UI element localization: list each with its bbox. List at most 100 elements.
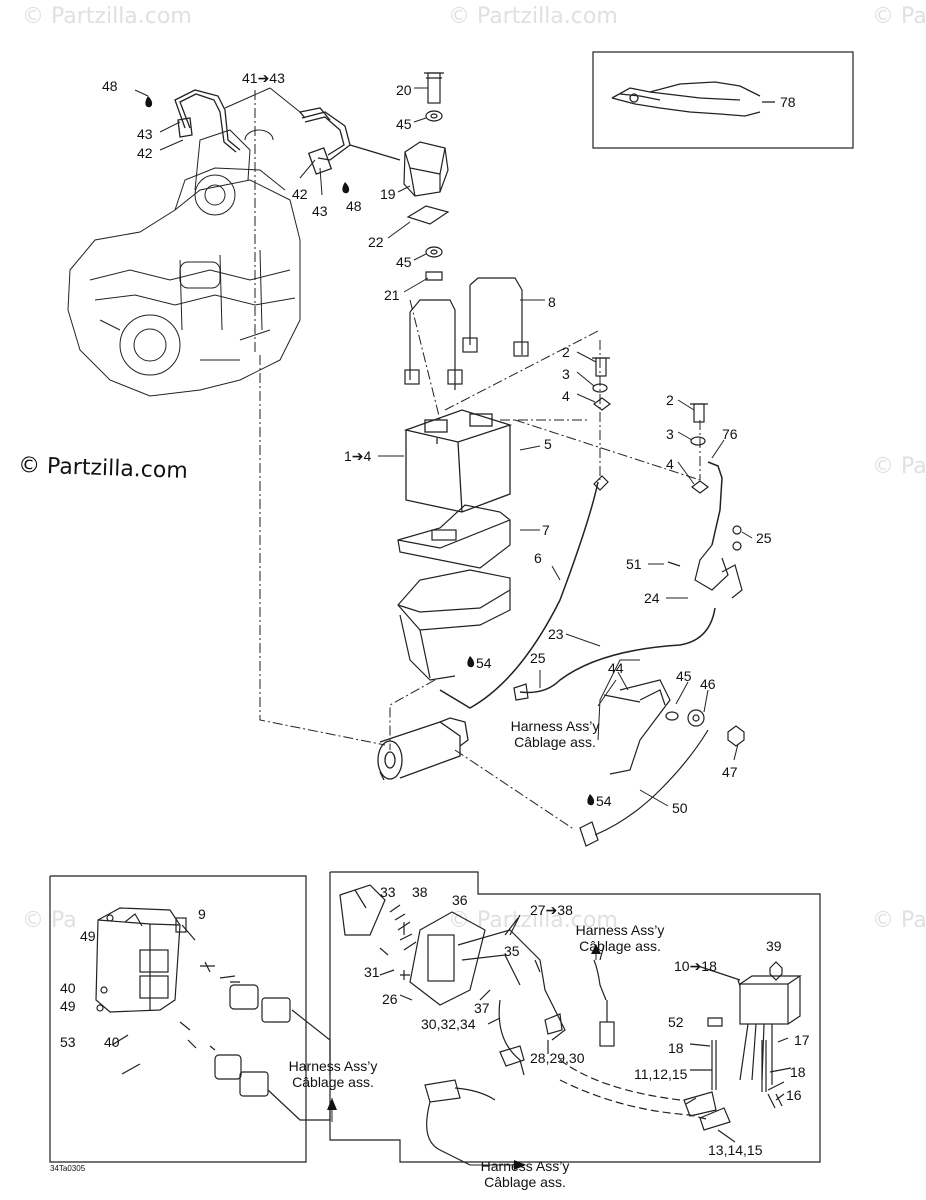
watermark: © Pa: [872, 908, 926, 933]
ground-bracket-clip: [721, 564, 743, 599]
callout-26: 26: [382, 991, 398, 1007]
ground-bracket: [694, 544, 729, 591]
terminal-bolts: [592, 357, 709, 494]
cable-terminal: [593, 475, 609, 491]
callout-36: 36: [452, 892, 468, 908]
starter-motor: [377, 717, 469, 781]
callout-leaders: [134, 87, 753, 807]
callout-20: 20: [396, 82, 412, 98]
harness-note: Harness Ass’y Câblage ass.: [500, 718, 610, 750]
callout-41-43: 41➔43: [242, 70, 285, 86]
callout-4: 4: [666, 456, 674, 472]
callout-18: 18: [668, 1040, 684, 1056]
callout-50: 50: [672, 800, 688, 816]
crimp-tool: [611, 81, 775, 117]
callout-44: 44: [608, 660, 624, 676]
callout-78: 78: [780, 94, 796, 110]
callout-43: 43: [312, 203, 328, 219]
callout-51: 51: [626, 556, 642, 572]
callout-22: 22: [368, 234, 384, 250]
callout-5: 5: [544, 436, 552, 452]
callout-25: 25: [756, 530, 772, 546]
callout-46: 46: [700, 676, 716, 692]
callout-35: 35: [504, 943, 520, 959]
callout-8: 8: [548, 294, 556, 310]
harness-note-line: Câblage ass.: [579, 938, 661, 954]
callout-42: 42: [292, 186, 308, 202]
cdi-inset-frame: [329, 871, 821, 1163]
callout-3: 3: [562, 366, 570, 382]
battery-tray: [397, 569, 511, 681]
harness-note-line: Harness Ass’y: [510, 718, 600, 734]
harness-note: Harness Ass’y Câblage ass.: [470, 1158, 580, 1190]
callout-33: 33: [380, 884, 396, 900]
callout-48: 48: [102, 78, 118, 94]
callout-45: 45: [396, 116, 412, 132]
callout-2: 2: [562, 344, 570, 360]
lubricant-drop-icon: [587, 794, 595, 806]
callout-18: 18: [790, 1064, 806, 1080]
callout-40: 40: [60, 980, 76, 996]
watermark: © Pa: [22, 908, 77, 933]
callout-37: 37: [474, 1000, 490, 1016]
arrowheads: [145, 96, 601, 1170]
lubricant-drop-icon: [145, 96, 153, 108]
cable-23: [519, 607, 716, 694]
callout-38: 38: [412, 884, 428, 900]
callout-6: 6: [534, 550, 542, 566]
battery: [403, 409, 513, 513]
callout-43: 43: [137, 126, 153, 142]
callout-45: 45: [396, 254, 412, 270]
watermark: © Pa: [872, 4, 926, 29]
watermark: © Partzilla.com: [22, 4, 192, 29]
watermark: © Partzilla.com: [448, 908, 618, 933]
ground-cable: [707, 461, 723, 546]
callout-24: 24: [644, 590, 660, 606]
callout-53: 53: [60, 1034, 76, 1050]
ecm-inset-frame: [49, 875, 307, 1163]
watermark: © Pa: [872, 454, 926, 479]
ignition-cables: [174, 89, 401, 175]
ignition-coil-stack: [403, 72, 450, 281]
lubricant-drop-icon: [342, 182, 350, 194]
tool-inset-frame: [592, 51, 854, 149]
callout-2: 2: [666, 392, 674, 408]
callout-13-14-15: 13,14,15: [708, 1142, 763, 1158]
harness-note-line: Câblage ass.: [484, 1174, 566, 1190]
watermark: © Partzilla.com: [448, 4, 618, 29]
harness-note-line: Harness Ass’y: [288, 1058, 378, 1074]
cable-terminal: [513, 683, 529, 701]
callout-3: 3: [666, 426, 674, 442]
callout-47: 47: [722, 764, 738, 780]
callout-1-4: 1➔4: [344, 448, 372, 464]
harness-note: Harness Ass’y Câblage ass.: [278, 1058, 388, 1090]
lubricant-drop-icon: [467, 656, 475, 668]
callout-25: 25: [530, 650, 546, 666]
callout-16: 16: [786, 1087, 802, 1103]
harness-note-line: Harness Ass’y: [480, 1158, 570, 1174]
callout-30-32-34: 30,32,34: [421, 1016, 476, 1032]
callout-19: 19: [380, 186, 396, 202]
callout-52: 52: [668, 1014, 684, 1030]
callout-11-12-15: 11,12,15: [634, 1066, 688, 1082]
harness-note-line: Câblage ass.: [292, 1074, 374, 1090]
callout-49: 49: [60, 998, 76, 1014]
assembly-leaders: [254, 90, 701, 831]
callout-31: 31: [364, 964, 380, 980]
callout-54: 54: [476, 655, 492, 671]
callout-48: 48: [346, 198, 362, 214]
callout-40: 40: [104, 1034, 120, 1050]
callout-9: 9: [198, 906, 206, 922]
harness-note-line: Harness Ass’y: [575, 922, 665, 938]
harness-note-line: Câblage ass.: [514, 734, 596, 750]
harness-note: Harness Ass’y Câblage ass.: [564, 922, 676, 954]
callout-4: 4: [562, 388, 570, 404]
ecm-module: [95, 907, 331, 1121]
callout-7: 7: [542, 522, 550, 538]
engine-assembly: [67, 129, 301, 397]
callout-21: 21: [384, 287, 400, 303]
callout-27-38: 27➔38: [530, 902, 573, 918]
callout-10-18: 10➔18: [674, 958, 717, 974]
